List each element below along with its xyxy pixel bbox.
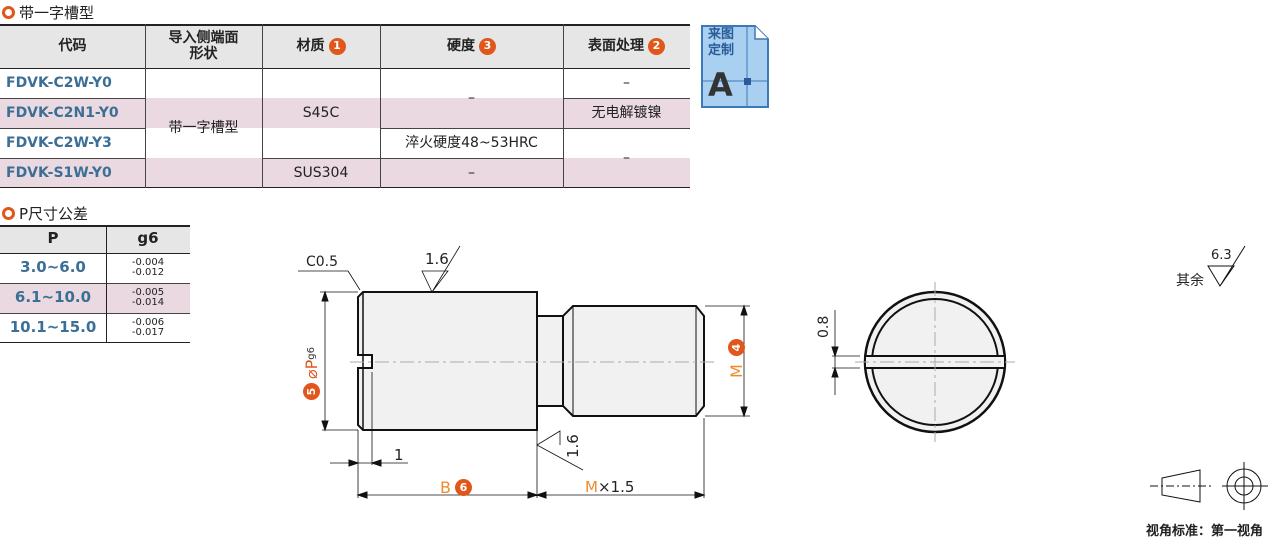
roughness-other-symbol: [1207, 245, 1246, 287]
hardness-cell: –: [468, 89, 475, 106]
code-cell: FDVK-C2W-Y3: [6, 134, 112, 151]
header-code: 代码: [0, 24, 145, 68]
slot-depth-label: 1: [394, 446, 404, 464]
circle-bullet-icon: [2, 207, 15, 220]
material-cell: S45C: [302, 104, 340, 121]
section-title-slotted: 带一字槽型: [2, 2, 94, 23]
code-cell: FDVK-S1W-Y0: [6, 164, 112, 181]
header-shape: 导入侧端面形状: [145, 24, 262, 68]
surface-cell: –: [623, 74, 630, 91]
section-title-tolerance: P尺寸公差: [2, 203, 88, 224]
code-cell: FDVK-C2W-Y0: [6, 74, 112, 91]
roughness-shoulder-value: 1.6: [564, 434, 582, 458]
code-cell: FDVK-C2N1-Y0: [6, 104, 119, 121]
end-view: [831, 282, 1015, 442]
document-icon: [701, 25, 769, 108]
hardness-cell: –: [468, 164, 475, 181]
slot-width-label: 0.8: [816, 315, 832, 338]
roughness-top-value: 1.6: [425, 250, 449, 268]
other-roughness-value: 6.3: [1211, 248, 1232, 263]
projection-label: 视角标准：第一视角: [1146, 524, 1264, 539]
surface-cell: 无电解镀镍: [591, 104, 662, 121]
hardness-cell: 淬火硬度48~53HRC: [405, 134, 538, 151]
shape-cell: 带一字槽型: [168, 119, 239, 136]
other-roughness-label: 其余: [1176, 273, 1204, 289]
material-cell: SUS304: [293, 164, 349, 181]
chamfer-label: C0.5: [306, 254, 339, 270]
side-view: [298, 245, 750, 499]
surface-cell: –: [623, 149, 630, 166]
circle-bullet-icon: [2, 6, 15, 19]
thread-length-label: M×1.5: [585, 478, 635, 496]
custom-drawing-badge[interactable]: 来图定制 A: [700, 24, 770, 109]
first-angle-projection-icon: [1150, 462, 1268, 510]
tolerance-table: P g6 3.0~6.0 -0.004-0.012 6.1~10.0 -0.00…: [0, 225, 190, 343]
